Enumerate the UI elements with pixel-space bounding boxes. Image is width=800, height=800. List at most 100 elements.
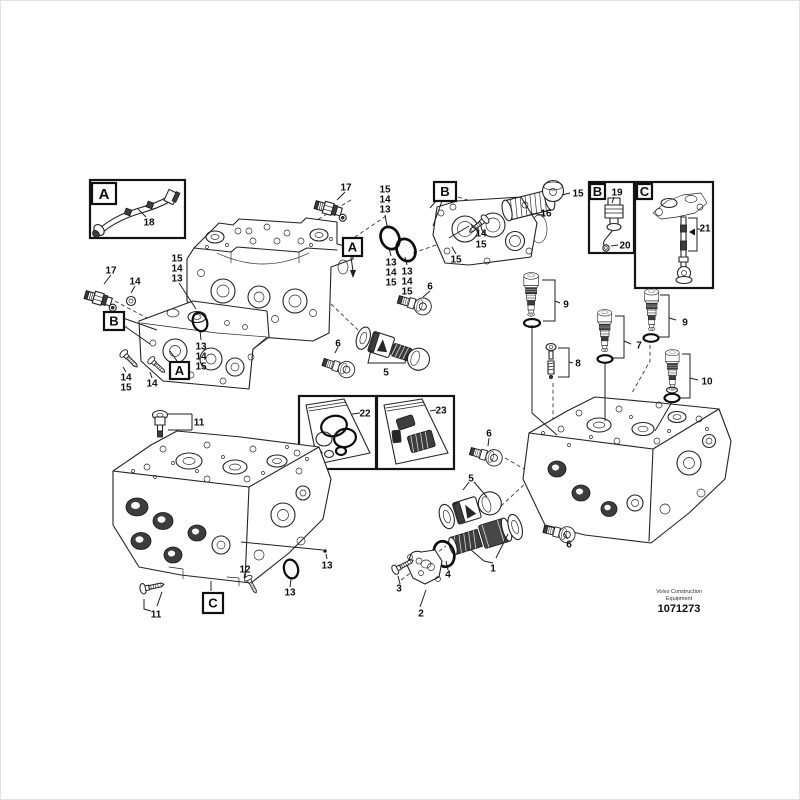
callout-21: 21 <box>699 224 711 235</box>
callout-14: 14 <box>129 277 141 288</box>
callout-15: 15 <box>572 189 584 200</box>
callout-15: 15 <box>120 383 132 394</box>
callout-4: 4 <box>445 570 451 581</box>
callout-14: 14 <box>195 352 207 363</box>
inset-c-frame <box>633 180 715 290</box>
figure-part-number: 1071273 <box>658 603 701 615</box>
callout-13: 13 <box>284 588 296 599</box>
svg-text:B: B <box>109 314 118 329</box>
section-label-c: C <box>635 182 654 201</box>
callout-13: 13 <box>171 274 183 285</box>
cartridge-valve-9-right <box>644 288 660 331</box>
callout-6: 6 <box>427 282 433 293</box>
svg-text:B: B <box>593 184 602 199</box>
spring-piston-1 <box>448 513 523 556</box>
o-ring-13-14-15-left <box>191 311 209 333</box>
callout-14: 14 <box>379 195 391 206</box>
callout-15: 15 <box>450 255 462 266</box>
inset-b-frame <box>587 180 636 255</box>
callout-9: 9 <box>682 318 688 329</box>
callout-11: 11 <box>151 610 162 621</box>
cartridge-valve-7 <box>597 309 613 352</box>
callout-13: 13 <box>321 561 333 572</box>
callout-13: 13 <box>379 205 391 216</box>
lower-left-valve-body <box>112 430 332 587</box>
plug-15 <box>541 179 565 203</box>
section-label-a: A <box>90 181 118 206</box>
o-ring-10 <box>663 392 681 404</box>
callout-15: 15 <box>385 278 397 289</box>
callout-17: 17 <box>340 183 352 194</box>
o-ring-9-right <box>642 333 660 343</box>
callout-14: 14 <box>385 268 397 279</box>
callout-15: 15 <box>475 240 487 251</box>
callout-13: 13 <box>195 342 207 353</box>
svg-text:A: A <box>99 186 110 203</box>
callout-11: 11 <box>194 418 205 429</box>
letterboxes-layer: A B C B A B A C <box>90 180 654 615</box>
nut-14-left <box>125 295 137 307</box>
callout-7: 7 <box>636 341 642 352</box>
inset-a-frame <box>88 178 187 240</box>
fitting-17-left <box>82 288 120 313</box>
end-cap-2 <box>406 549 443 585</box>
callout-13: 13 <box>401 267 413 278</box>
callout-18: 18 <box>143 218 155 229</box>
callout-12: 12 <box>239 565 251 576</box>
svg-text:B: B <box>440 184 449 199</box>
section-label-b: B <box>432 180 458 203</box>
plug-kit-23-box <box>375 394 456 471</box>
section-label-a: A <box>168 360 191 381</box>
callout-14: 14 <box>146 379 158 390</box>
callout-14: 14 <box>171 264 183 275</box>
callout-15: 15 <box>379 185 391 196</box>
section-label-b: B <box>102 310 126 332</box>
o-ring-13-14-15-a <box>379 225 401 251</box>
brand-block: Volvo Construction Equipment 1071273 <box>656 589 702 615</box>
bolt-14-15-left <box>118 347 142 371</box>
plug-11-top <box>151 409 169 438</box>
lower-right-valve-body <box>522 396 732 544</box>
callout-14: 14 <box>401 277 413 288</box>
o-ring-13-lower <box>282 558 300 580</box>
callout-5: 5 <box>383 368 389 379</box>
callout-15: 15 <box>401 287 413 298</box>
callout-6: 6 <box>335 339 341 350</box>
callout-10: 10 <box>701 377 713 388</box>
callout-1: 1 <box>490 564 496 575</box>
plug-6-lr-top <box>467 442 505 469</box>
callout-2: 2 <box>418 609 424 620</box>
section-label-c: C <box>201 591 225 615</box>
callout-3: 3 <box>396 584 402 595</box>
callout-23: 23 <box>435 406 447 417</box>
o-ring-13-14-15-b <box>395 237 417 263</box>
spool-assembly-5-lower <box>438 491 502 530</box>
callout-5: 5 <box>468 474 474 485</box>
callout-8: 8 <box>575 359 581 370</box>
callout-19: 19 <box>611 188 623 199</box>
callout-6: 6 <box>486 429 492 440</box>
callout-9: 9 <box>563 300 569 311</box>
callout-20: 20 <box>619 241 631 252</box>
svg-text:A: A <box>175 363 185 378</box>
callout-17: 17 <box>105 266 117 277</box>
section-label-b: B <box>588 182 607 201</box>
screw-spring-8 <box>545 342 557 379</box>
callout-6: 6 <box>566 540 572 551</box>
cartridge-valve-10 <box>665 349 680 391</box>
callout-14: 14 <box>120 373 132 384</box>
leader-lines <box>103 191 700 612</box>
spool-assembly-5-upper <box>355 326 431 371</box>
cartridge-valve-9-left <box>523 272 539 317</box>
svg-text:C: C <box>640 184 650 199</box>
svg-text:A: A <box>348 240 358 255</box>
callout-16: 16 <box>540 209 552 220</box>
bolt-11-bottom <box>138 578 166 595</box>
svg-text:C: C <box>208 596 218 611</box>
fitting-17-top <box>312 198 350 223</box>
callout-13: 13 <box>385 258 397 269</box>
brand-line2: Equipment <box>666 596 693 602</box>
